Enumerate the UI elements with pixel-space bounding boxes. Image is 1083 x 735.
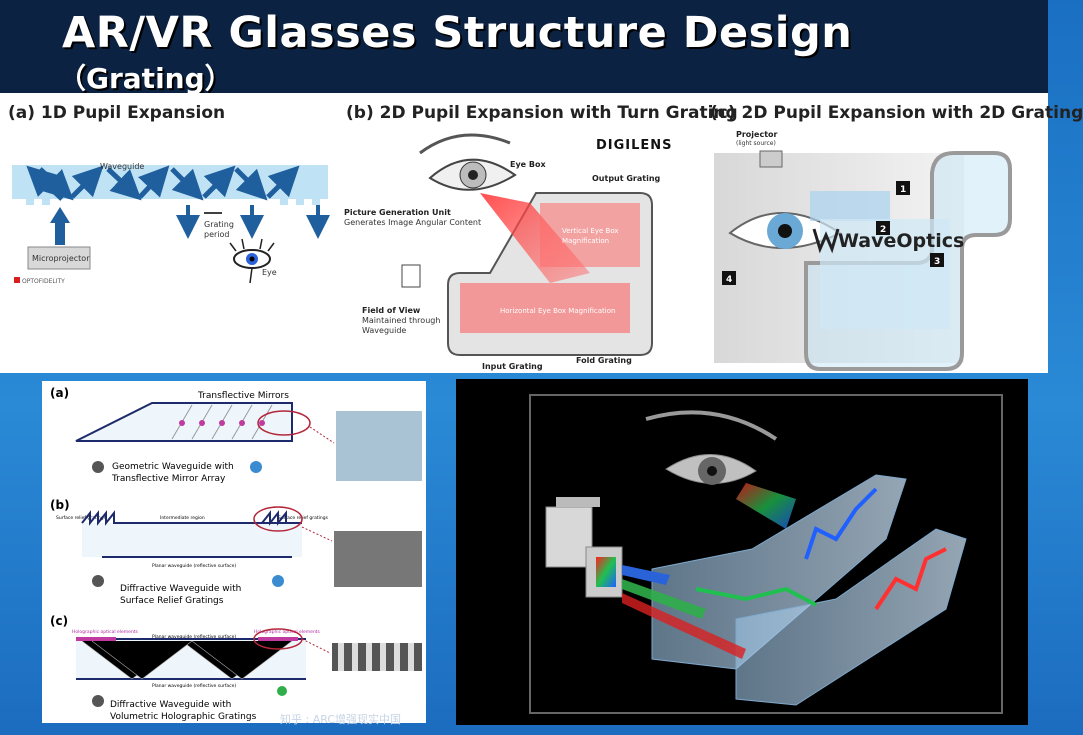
eye-icon — [229, 238, 275, 284]
waveguide-types-diagram: (a) Transflective Mirrors Geometric Wave… — [50, 386, 422, 722]
marker-2: 2 — [880, 225, 886, 235]
green-input-beam — [622, 579, 706, 619]
planar-bottom-label: Planar waveguide (reflective surface) — [152, 683, 236, 689]
waveguide-layer-back — [735, 528, 967, 706]
fold-grating-label: Fold Grating — [576, 356, 632, 365]
panel-a-diagram: Waveguide Microprojector Grating period … — [12, 162, 330, 285]
caption-b-1: Diffractive Waveguide with — [120, 584, 241, 594]
caption-b-2: Surface Relief Gratings — [120, 596, 224, 606]
top-figure-row: (a) 1D Pupil Expansion (b) 2D Pupil Expa… — [0, 93, 1083, 373]
slide-subtitle: （Grating） — [58, 62, 233, 95]
output-grating-area — [540, 203, 640, 267]
mirror-points — [179, 420, 265, 426]
projector-label-2: (light source) — [736, 140, 776, 147]
panel-b-diagram: Eye Box DIGILENS Output Grating Vertical… — [344, 133, 673, 371]
eye-label: Eye — [262, 268, 277, 277]
holo-left-label: Holographic optical elements — [72, 629, 139, 635]
waveoptics-logo: WaveOptics — [838, 230, 964, 252]
pgu-title: Picture Generation Unit — [344, 208, 451, 217]
fov-desc-2: Waveguide — [362, 326, 406, 335]
waveguide-label: Waveguide — [100, 162, 144, 171]
caption-a-1: Geometric Waveguide with — [112, 462, 234, 472]
panel-c-diagram: Projector (light source) WaveOptics 1 2 … — [714, 130, 1012, 371]
srg-photo — [334, 531, 422, 587]
eye-illustration-c — [728, 212, 842, 249]
waveguide-types-figure: (a) Transflective Mirrors Geometric Wave… — [42, 381, 426, 723]
marker-1: 1 — [900, 185, 906, 195]
blue-input-beam — [622, 565, 670, 585]
eye-box-label: Eye Box — [510, 160, 546, 169]
projector-label-1: Projector — [736, 130, 778, 139]
section-a-label: (a) — [50, 386, 69, 400]
digilens-logo: DIGILENS — [596, 138, 673, 153]
red-input-beam — [622, 593, 746, 659]
caption-a-2: Transflective Mirror Array — [111, 474, 226, 484]
caption-c-1: Diffractive Waveguide with — [110, 700, 231, 710]
fold-grating-area — [460, 283, 630, 333]
projector-icon-a — [92, 461, 104, 473]
microprojector-box — [27, 246, 91, 270]
pgu-desc: Generates Image Angular Content — [344, 218, 481, 227]
panel-c-heading: (c) 2D Pupil Expansion with 2D Grating — [710, 103, 1083, 123]
planar-label-b: Planar waveguide (reflective surface) — [152, 563, 236, 569]
rgb-waveguide-illustration — [529, 394, 1003, 714]
eye-icon-b — [272, 575, 284, 587]
surface-relief-right: Surface relief gratings — [278, 515, 329, 521]
panel-a-heading: (a) 1D Pupil Expansion — [8, 103, 226, 123]
marker-3: 3 — [934, 257, 940, 267]
fov-desc-1: Maintained through — [362, 316, 440, 325]
vhg-photo-stripes — [338, 643, 414, 671]
rgb-waveguide-render — [456, 379, 1028, 725]
panel-b-heading: (b) 2D Pupil Expansion with Turn Grating — [346, 103, 738, 123]
fov-title: Field of View — [362, 306, 421, 315]
zigzag-ray — [26, 165, 300, 201]
projector-module — [545, 497, 623, 598]
srg-waveguide — [82, 523, 302, 557]
intermediate-region: Intermediate region — [160, 515, 205, 521]
vertical-mag-label-1: Vertical Eye Box — [562, 227, 619, 235]
surface-relief-left: Surface relief gratings — [56, 515, 107, 521]
projector-icon-b — [92, 575, 104, 587]
slide-title: AR/VR Glasses Structure Design — [62, 8, 853, 58]
mirror-photo — [336, 411, 422, 481]
vhg-photo — [332, 643, 422, 671]
holo-right-label: Holographic optical elements — [254, 629, 321, 635]
caption-c-2: Volumetric Holographic Gratings — [110, 712, 257, 722]
section-b-label: (b) — [50, 498, 70, 512]
rgb-beam-to-eye — [736, 483, 796, 529]
render-frame — [529, 394, 1003, 714]
waveoptics-w-icon — [812, 228, 840, 254]
input-grating-label: Input Grating — [482, 362, 543, 371]
projector-icon-c — [92, 695, 104, 707]
eye-illustration-rgb — [645, 410, 778, 485]
optofidelity-logo: OPTOFIDELITY — [22, 278, 65, 285]
watermark: 知乎 : ARC增强现实中国 — [280, 713, 401, 726]
slide-header: AR/VR Glasses Structure Design （Grating） — [0, 0, 1048, 95]
grating-label-2: period — [204, 230, 229, 239]
section-c-label: (c) — [50, 614, 68, 628]
vhg-rays — [81, 640, 293, 680]
microprojector-label: Microprojector — [32, 254, 90, 263]
waveguide-layer-front — [651, 474, 907, 670]
transflective-mirrors-label: Transflective Mirrors — [197, 391, 289, 401]
vertical-mag-label-2: Magnification — [562, 237, 609, 245]
2d-grating-area — [820, 219, 950, 329]
eye-illustration — [419, 133, 517, 191]
pgu-screen — [401, 264, 421, 288]
horizontal-mag-label: Horizontal Eye Box Magnification — [500, 307, 615, 315]
eye-icon-a — [250, 461, 262, 473]
beam-in — [810, 191, 890, 221]
projector-icon — [759, 150, 783, 168]
eye-icon-c — [277, 686, 287, 696]
output-grating-label: Output Grating — [592, 174, 661, 183]
planar-top-label: Planar waveguide (reflective surface) — [152, 634, 236, 640]
grating-label-1: Grating — [204, 220, 234, 229]
marker-4: 4 — [726, 275, 732, 285]
outcoupled-arrows — [176, 205, 330, 239]
